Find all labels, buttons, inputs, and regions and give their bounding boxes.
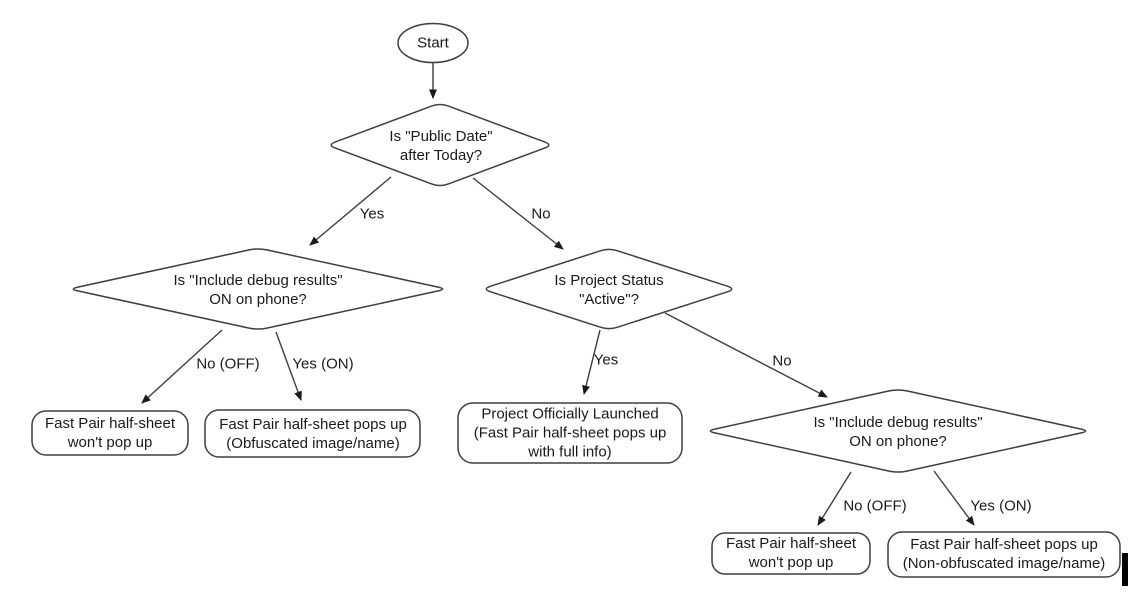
result-obfuscated-node (204, 409, 421, 458)
edge-label-debug-left-no: No (OFF) (196, 355, 260, 373)
edge-label-status-yes: Yes (593, 351, 619, 369)
result-wont-popup-left-label: Fast Pair half-sheet won't pop up (44, 415, 176, 451)
decision-debug-left-label: Is "Include debug results" ON on phone? (173, 272, 343, 308)
result-launched-node (457, 402, 683, 464)
result-wont-popup-right-label: Fast Pair half-sheet won't pop up (725, 535, 857, 571)
edge-label-status-no: No (772, 352, 792, 370)
edge-label-debug-left-yes: Yes (ON) (292, 355, 354, 373)
start-node-label: Start (417, 34, 449, 52)
edge-label-debug-right-no: No (OFF) (843, 497, 907, 515)
result-wont-popup-right-node (711, 532, 871, 575)
result-wont-popup-left-node (31, 410, 189, 456)
edge-public-date-yes (309, 176, 392, 246)
decision-debug-right-label: Is "Include debug results" ON on phone? (813, 414, 983, 450)
edge-status-yes (582, 329, 601, 395)
result-non-obfuscated-label: Fast Pair half-sheet pops up (Non-obfusc… (902, 536, 1106, 572)
edge-public-date-no (472, 177, 564, 250)
result-launched-label: Project Officially Launched (Fast Pair h… (473, 405, 667, 461)
edge-debug-left-no (141, 329, 223, 404)
decision-public-date-label: Is "Public Date" after Today? (389, 128, 493, 164)
edge-label-public-date-no: No (531, 205, 551, 223)
decision-project-status-label: Is Project Status "Active"? (554, 272, 664, 308)
decision-public-date-node (330, 103, 550, 187)
result-non-obfuscated-node (887, 531, 1121, 578)
decision-debug-left-node (72, 248, 444, 330)
edge-status-no (664, 312, 828, 398)
decision-project-status-node (485, 248, 733, 330)
edge-label-debug-right-yes: Yes (ON) (970, 497, 1032, 515)
decision-debug-right-node (709, 389, 1087, 473)
result-obfuscated-label: Fast Pair half-sheet pops up (Obfuscated… (219, 416, 407, 452)
text-cursor-artifact (1122, 553, 1128, 586)
edge-debug-right-yes (933, 470, 975, 526)
edge-label-public-date-yes: Yes (359, 205, 385, 223)
edge-debug-left-yes (275, 331, 302, 401)
start-node (397, 22, 469, 64)
edge-debug-right-no (817, 471, 852, 526)
